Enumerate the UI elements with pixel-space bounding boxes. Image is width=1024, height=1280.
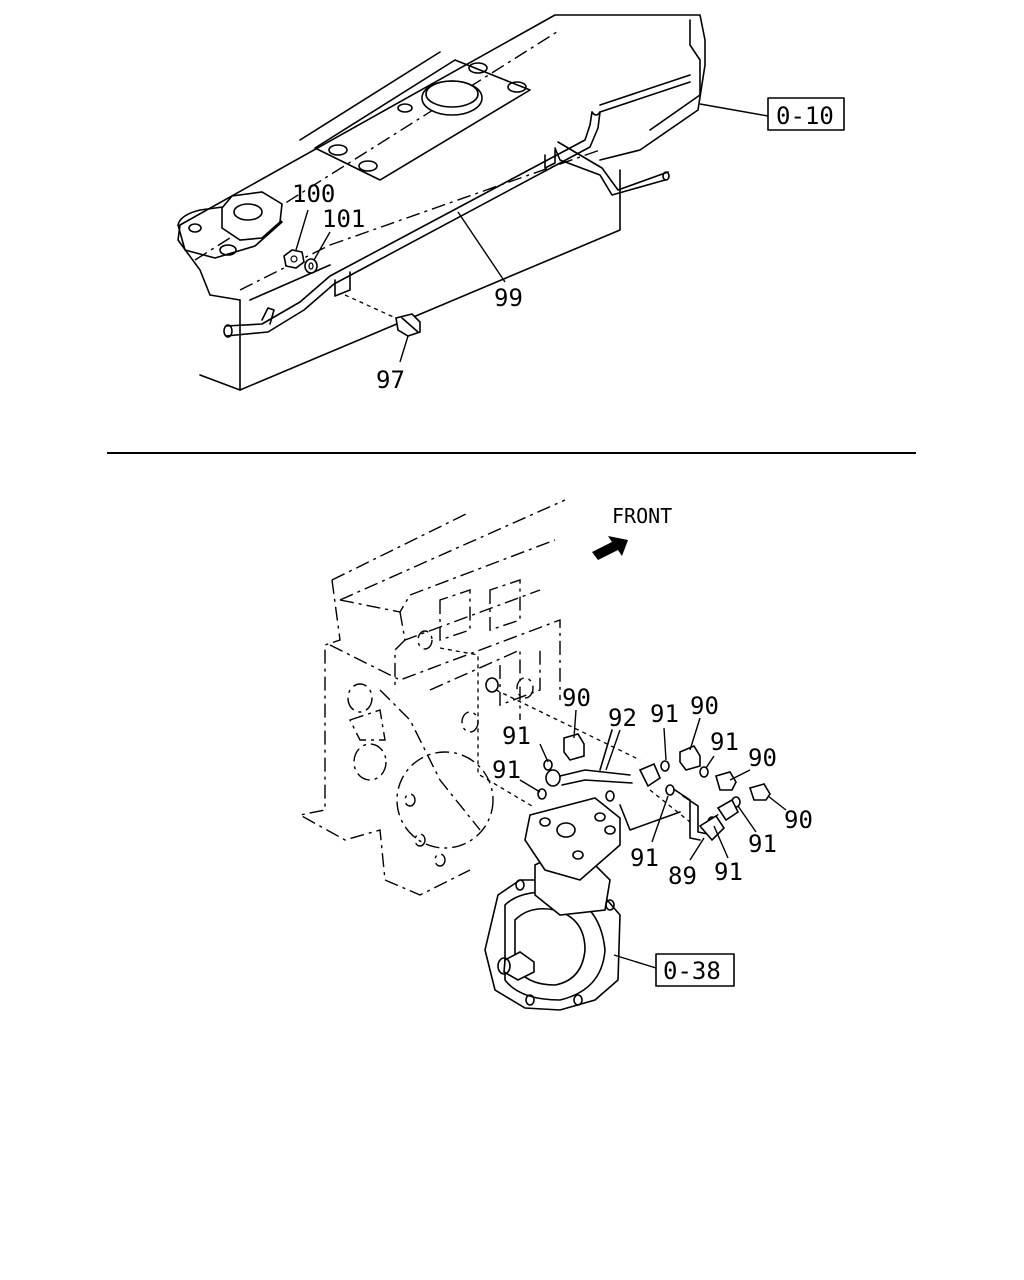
banjo-bolts	[485, 677, 771, 801]
callout-90-d: 90	[784, 806, 813, 834]
air-pipe	[439, 647, 737, 841]
callout-101: 101	[322, 205, 365, 233]
leader-92	[605, 729, 621, 771]
leader-91a	[539, 743, 549, 763]
leader-91g	[713, 825, 729, 859]
leader-90a	[573, 709, 577, 739]
callout-91-e: 91	[748, 830, 777, 858]
leader-91c	[519, 779, 541, 793]
callout-100: 100	[292, 180, 335, 208]
front-arrow-icon	[592, 536, 628, 560]
callout-92: 92	[608, 704, 637, 732]
leader-100	[295, 209, 309, 251]
oil-pipe	[223, 111, 670, 338]
callout-91-d: 91	[710, 728, 739, 756]
leader-90c	[729, 769, 751, 781]
reference-box-0-10[interactable]	[767, 97, 845, 131]
eye-bolt	[395, 313, 421, 337]
reference-label-0-38: 0-38	[663, 957, 721, 985]
leader-97	[399, 335, 409, 363]
leader-ref-0-10	[699, 103, 769, 117]
leader-ref-0-38	[613, 954, 657, 969]
hex-nut	[283, 249, 305, 269]
callout-91-f: 91	[630, 844, 659, 872]
front-label: FRONT	[612, 504, 672, 528]
leader-91b	[663, 727, 667, 761]
callout-99: 99	[494, 284, 523, 312]
reference-label-0-10: 0-10	[776, 102, 834, 130]
leader-91d	[705, 755, 715, 769]
callout-91-c: 91	[492, 756, 521, 784]
engine-block	[297, 499, 566, 896]
top-view: 100 101 99 97 0-10	[177, 14, 845, 394]
leader-89	[689, 837, 705, 861]
callout-90-a: 90	[562, 684, 591, 712]
washer	[304, 258, 318, 274]
leader-101	[313, 231, 331, 261]
leader-91e	[737, 805, 757, 833]
callout-90-b: 90	[690, 692, 719, 720]
air-compressor[interactable]	[484, 797, 621, 1011]
cylinder-head-cover	[177, 14, 706, 391]
callout-91-g: 91	[714, 858, 743, 886]
leader-90d	[767, 795, 787, 811]
callout-90-c: 90	[748, 744, 777, 772]
callout-97: 97	[376, 366, 405, 394]
reference-box-0-38[interactable]	[655, 953, 735, 987]
callout-91-a: 91	[502, 722, 531, 750]
leader-99	[457, 211, 506, 283]
callout-89: 89	[668, 862, 697, 890]
leader-91f	[651, 795, 669, 843]
leader-90b	[689, 717, 701, 751]
callout-91-b: 91	[650, 700, 679, 728]
bottom-view: FRONT	[297, 499, 813, 1011]
